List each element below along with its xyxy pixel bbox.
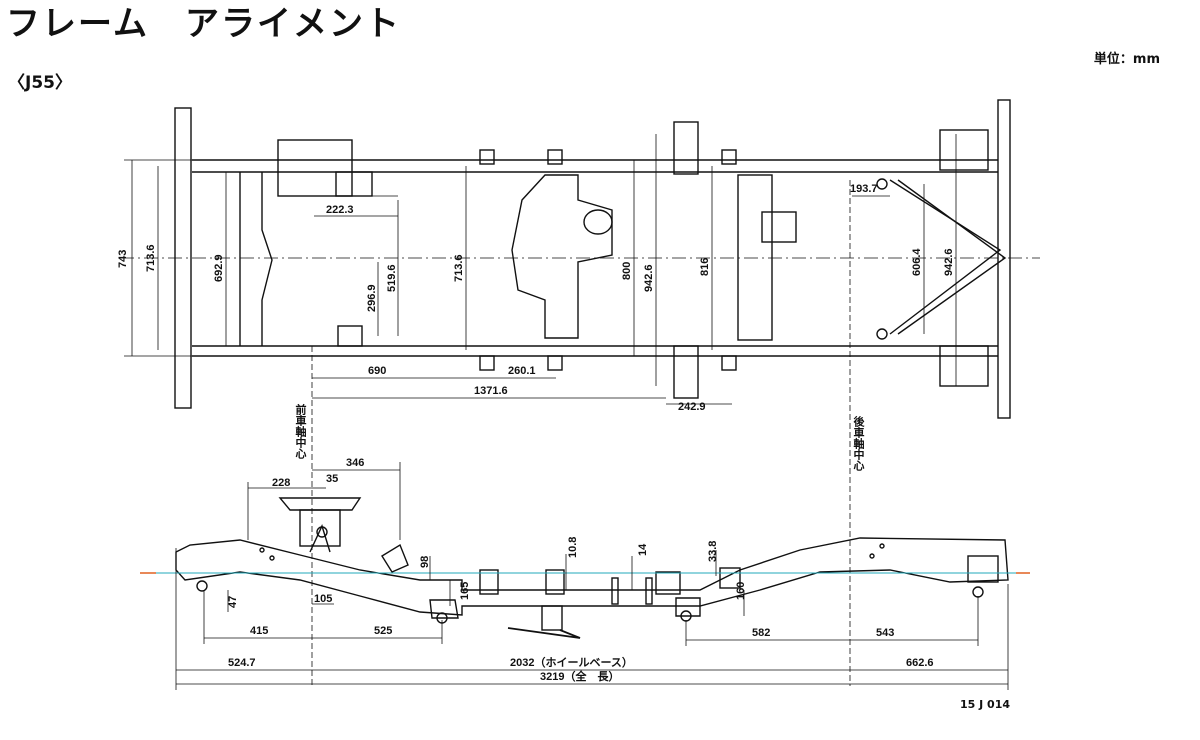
dim-193-7: 193.7: [850, 183, 878, 195]
dim-713-6-left: 713.6: [145, 244, 157, 272]
dim-33-8: 33.8: [707, 541, 719, 562]
rear-crossmember: [737, 174, 773, 341]
upper-side-rail: [192, 159, 998, 173]
front-crossmember: [261, 172, 273, 346]
dim-260-1: 260.1: [508, 365, 536, 377]
engine-mount: [278, 497, 362, 511]
dim-713-6-mid: 713.6: [453, 254, 465, 282]
rear-bumper: [997, 99, 1011, 419]
dim-105: 105: [314, 593, 332, 605]
front-axle-center-label: 前車軸中心: [294, 403, 307, 460]
side-view-dimension-labels: 346 228 35 98 47 105 165 10.8 14 33.8 16…: [227, 457, 934, 683]
page-title: フレーム アライメント: [6, 4, 401, 44]
dim-296-9: 296.9: [366, 284, 378, 312]
top-view-dimension-labels: 743 713.6 692.9 222.3 296.9 519.6 713.6 …: [117, 183, 955, 413]
side-rail: [175, 537, 1009, 616]
dim-816: 816: [699, 258, 711, 276]
dim-743: 743: [117, 250, 129, 268]
dim-692-9: 692.9: [213, 254, 225, 282]
lower-side-rail: [192, 345, 998, 357]
dim-942-6-right: 942.6: [943, 248, 955, 276]
dim-1371-6: 1371.6: [474, 385, 508, 397]
dim-14: 14: [637, 543, 649, 556]
top-view-dimension-lines: [124, 134, 957, 686]
dim-160: 160: [735, 582, 747, 600]
dim-165: 165: [459, 582, 471, 600]
unit-label: 単位：mm: [1093, 52, 1160, 67]
rear-axle-center-label: 後車軸中心: [852, 415, 865, 472]
model-label: 〈J55〉: [8, 73, 72, 93]
side-view-dimension-lines: [175, 462, 1009, 690]
center-crossmember: [511, 174, 613, 339]
dim-942-6-mid: 942.6: [643, 264, 655, 292]
dim-582: 582: [752, 627, 770, 639]
steering-box-bracket: [277, 139, 353, 197]
dim-242-9: 242.9: [678, 401, 706, 413]
dim-415: 415: [250, 625, 268, 637]
dim-222-3: 222.3: [326, 204, 354, 216]
dim-543: 543: [876, 627, 894, 639]
rear-x-member: [889, 179, 1002, 335]
top-view: [120, 99, 1040, 419]
dim-35: 35: [326, 473, 338, 485]
dim-525: 525: [374, 625, 392, 637]
dim-98: 98: [419, 556, 431, 568]
dim-47: 47: [227, 596, 239, 608]
dim-10-8: 10.8: [567, 537, 579, 558]
dim-800: 800: [621, 262, 633, 280]
side-view: [175, 497, 1009, 639]
axle-center-labels: 前車軸中心 後車軸中心: [294, 403, 865, 472]
dim-2032: 2032（ホイールベース）: [510, 656, 633, 669]
dim-606-4: 606.4: [911, 248, 923, 276]
dim-519-6: 519.6: [386, 264, 398, 292]
dim-346: 346: [346, 457, 364, 469]
dim-228: 228: [272, 477, 290, 489]
dim-690: 690: [368, 365, 386, 377]
dim-524-7: 524.7: [228, 657, 256, 669]
dim-662-6: 662.6: [906, 657, 934, 669]
figure-code: 15 J 014: [960, 698, 1011, 711]
dim-3219: 3219（全 長）: [540, 669, 619, 683]
